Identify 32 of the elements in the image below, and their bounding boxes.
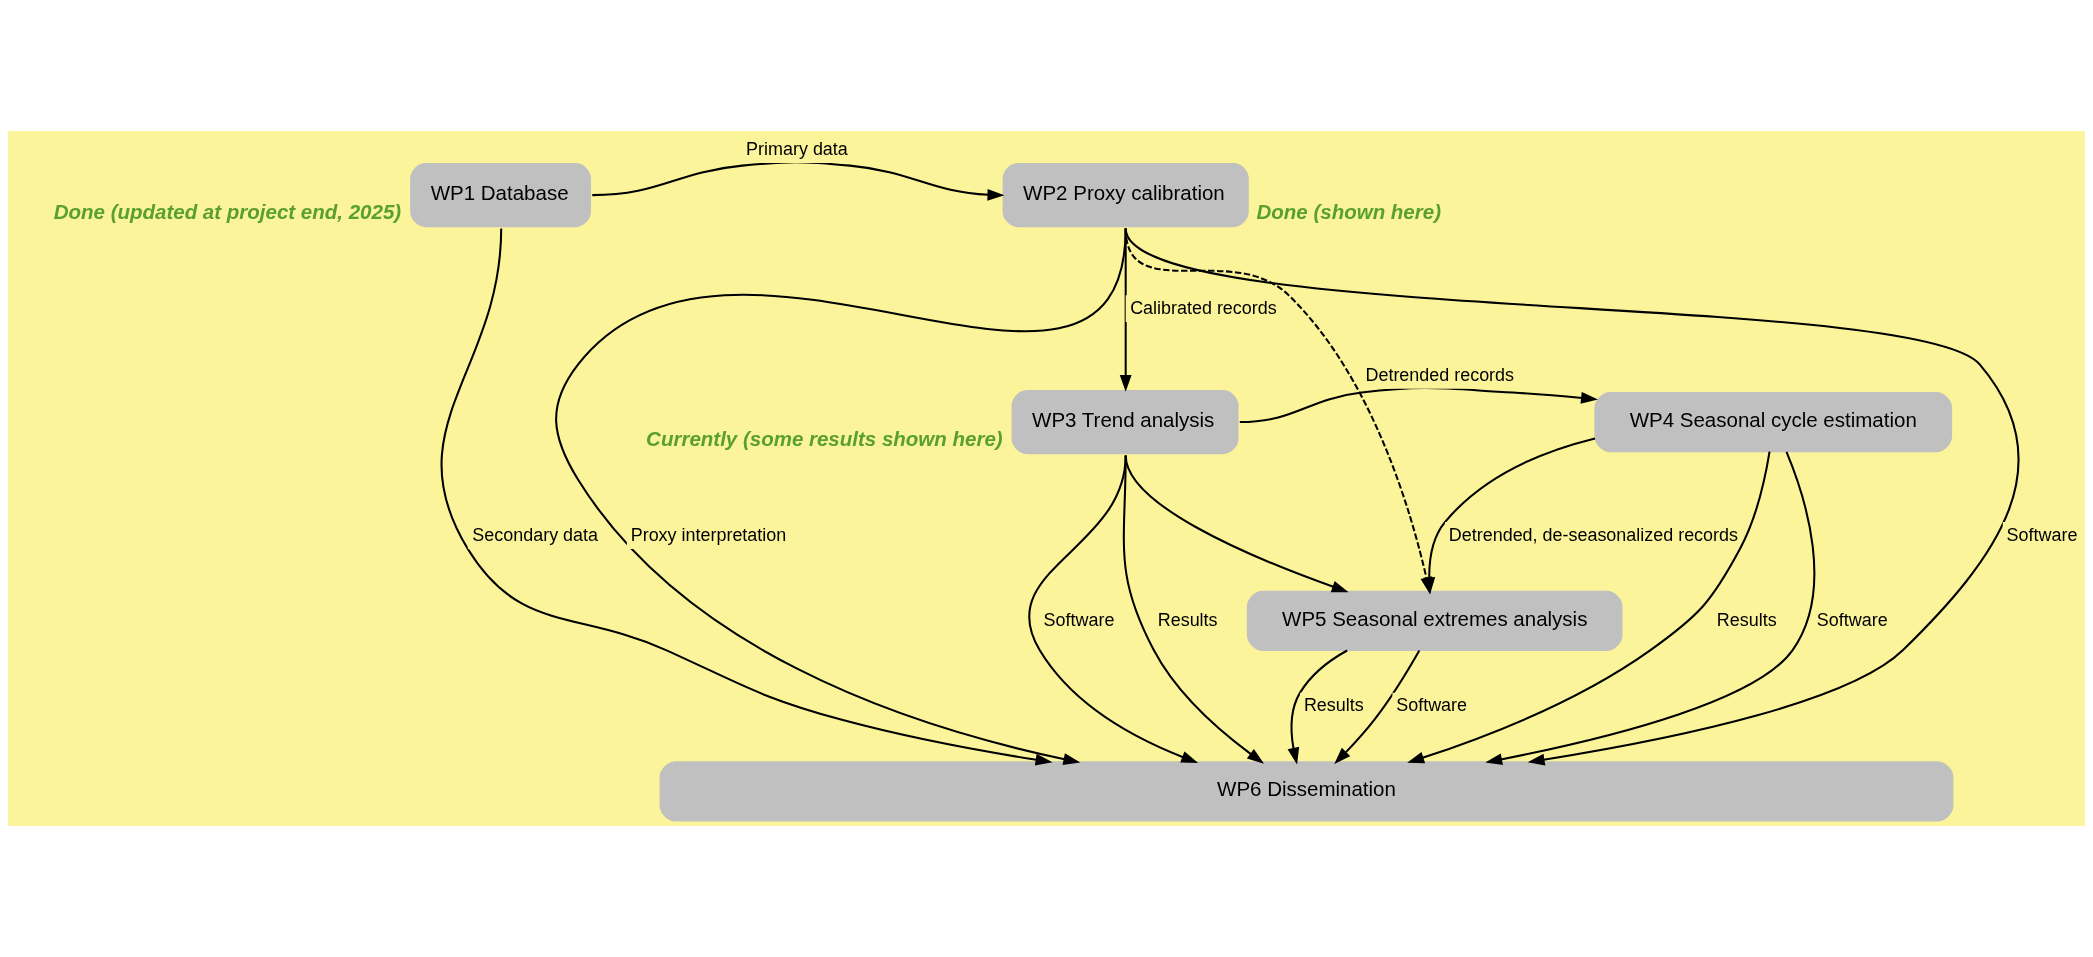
edge-label: Results (1716, 610, 1777, 631)
arrow (1485, 451, 1816, 766)
edge-label: Software (1396, 695, 1468, 716)
edge-label: Secondary data (472, 524, 599, 545)
arrow (555, 228, 1127, 765)
arrow (1028, 455, 1199, 763)
node-box: WP2 Proxy calibration (1002, 163, 1249, 228)
node-label: Done (shown here) (1256, 200, 1441, 224)
node-box: WP1 Database (410, 163, 591, 228)
arrow (1334, 649, 1421, 765)
arrow (440, 228, 1053, 766)
edge-label: Results (1303, 695, 1364, 716)
edge-label: Software (2006, 524, 2078, 545)
node-box: WP6 Dissemination (659, 761, 1954, 822)
edge-label: Proxy interpretation (630, 524, 787, 545)
node-box: WP3 Trend analysis (1011, 390, 1239, 455)
edge-label: Calibrated records (1130, 297, 1277, 318)
arrow (1407, 451, 1771, 764)
edge-label: Software (1043, 610, 1115, 631)
edge-label: Results (1157, 610, 1218, 631)
arrow (1239, 387, 1598, 424)
arrow (1287, 649, 1348, 765)
node-label: Done (updated at project end, 2025) (53, 200, 402, 224)
edge-label: Software (1816, 610, 1888, 631)
node-box: WP4 Seasonal cycle estimation (1594, 391, 1953, 453)
arrow (592, 161, 1005, 201)
node-box: WP5 Seasonal extremes analysis (1246, 590, 1623, 651)
edge-label: Detrended records (1365, 364, 1515, 385)
edge-label: Primary data (746, 138, 848, 159)
edge-label: Detrended, de-seasonalized records (1448, 524, 1738, 545)
node-label: Currently (some results shown here) (646, 427, 1003, 451)
arrow (1423, 437, 1596, 595)
